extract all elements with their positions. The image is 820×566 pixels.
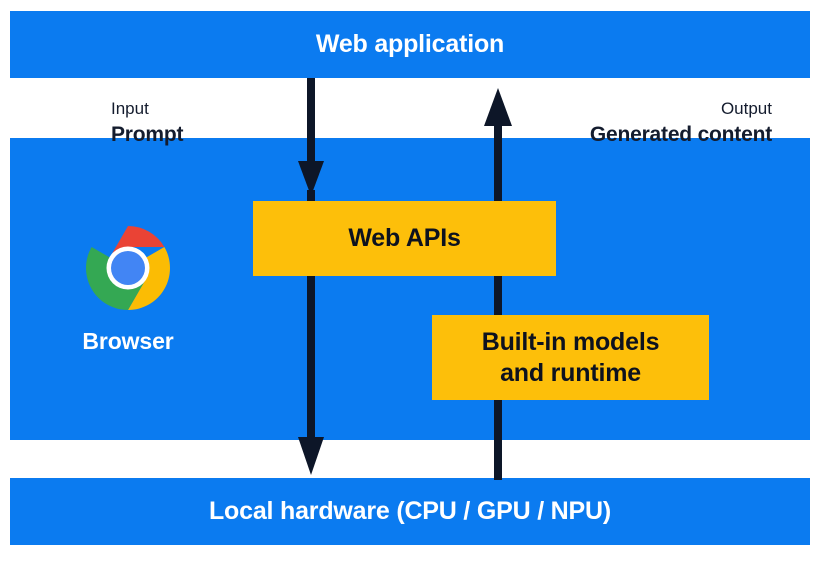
- output-kind-text: Output: [720, 99, 772, 118]
- built-in-models-line1: Built-in models: [481, 328, 660, 356]
- local-hardware-label: Local hardware (CPU / GPU / NPU): [208, 497, 611, 525]
- output-flow-label: Output Generated content: [590, 100, 772, 145]
- built-in-models-label: Built-in models and runtime: [482, 327, 660, 388]
- input-kind-text: Input: [111, 99, 149, 118]
- web-apis-box: Web APIs: [253, 201, 556, 276]
- chrome-logo-icon: [86, 226, 170, 310]
- built-in-models-box: Built-in models and runtime: [432, 315, 709, 400]
- web-application-label: Web application: [315, 30, 505, 58]
- web-apis-label: Web APIs: [348, 224, 461, 253]
- input-flow-label: Input Prompt: [111, 99, 184, 146]
- input-value-text: Prompt: [111, 123, 184, 146]
- built-in-models-line2: and runtime: [500, 358, 641, 387]
- browser-group: Browser: [58, 224, 198, 355]
- band-local-hardware: Local hardware (CPU / GPU / NPU): [10, 478, 810, 545]
- output-value-text: Generated content: [589, 123, 772, 146]
- band-web-application: Web application: [10, 11, 810, 78]
- browser-label: Browser: [82, 328, 174, 354]
